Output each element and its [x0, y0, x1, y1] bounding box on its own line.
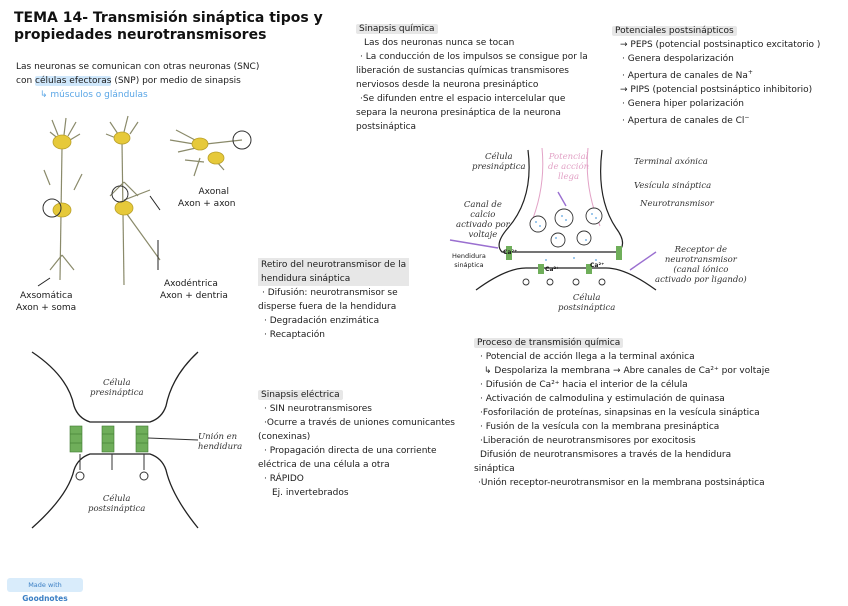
page-title: TEMA 14- Transmisión sináptica tipos y p… — [14, 10, 323, 43]
chem-terminal-label: Terminal axónica — [634, 157, 708, 167]
sinapsis-electrica-heading: Sinapsis eléctrica — [258, 390, 343, 400]
chem-cel-post-label: Célula postsináptica — [558, 293, 616, 313]
elec-union-label: Unión en hendidura — [198, 432, 243, 452]
chem-canal-label: Canal de calcio activado por voltaje — [456, 200, 510, 240]
potenciales-heading: Potenciales postsinápticos — [612, 26, 737, 36]
chem-ca-label-1: Ca²⁺ — [503, 249, 518, 256]
chem-potencial-label: Potencial de acción llega — [548, 152, 590, 182]
proceso-section: Proceso de transmisión química · Potenci… — [474, 338, 770, 488]
chem-hendidura-label: Hendidura sináptica — [452, 252, 486, 269]
chemical-synapse-diagram — [449, 148, 657, 291]
sinapsis-quimica-section: Sinapsis química Las dos neuronas nunca … — [356, 24, 588, 132]
chem-cel-pre-label: Célula presináptica — [472, 152, 526, 172]
goodnotes-badge: Made with Goodnotes — [7, 578, 83, 603]
axosomatica-label: Axsomática Axon + soma — [16, 291, 77, 313]
intro-line1: Las neuronas se comunican con otras neur… — [16, 62, 260, 72]
chem-receptor-label: Receptor de neurotransmisor (canal iónic… — [655, 245, 747, 285]
proceso-heading: Proceso de transmisión química — [474, 338, 624, 348]
chem-ca-label-3: Ca²⁺ — [590, 262, 605, 269]
elec-cel-pre-label: Célula presináptica — [90, 378, 144, 398]
sinapsis-quimica-heading: Sinapsis química — [356, 24, 438, 34]
axodendritica-label: Axodéntrica Axon + dentria — [160, 279, 228, 301]
celulas-efectoras-highlight: células efectoras — [35, 76, 112, 86]
elec-cel-post-label: Célula postsináptica — [88, 494, 146, 514]
chem-vesicula-label: Vesícula sináptica — [634, 181, 712, 191]
intro-sub: ↳ músculos o glándulas — [40, 90, 148, 100]
intro-line2: con células efectoras (SNP) por medio de… — [16, 76, 241, 86]
intro-text: Las neuronas se comunican con otras neur… — [16, 60, 266, 102]
axonal-label: Axonal Axon + axon — [178, 187, 236, 209]
electrical-synapse-diagram — [31, 351, 199, 529]
potenciales-section: Potenciales postsinápticos → PEPS (poten… — [612, 24, 844, 128]
retiro-heading: Retiro del neurotransmisor de la hendidu… — [258, 258, 410, 286]
sinapsis-electrica-section: Sinapsis eléctrica · SIN neurotransmisor… — [258, 390, 455, 498]
chem-neurotransmisor-label: Neurotransmisor — [640, 199, 714, 209]
neuron-types-illustration — [37, 115, 252, 287]
chem-ca-label-2: Ca²⁺ — [545, 266, 560, 273]
retiro-section: Retiro del neurotransmisor de la hendidu… — [258, 258, 418, 342]
